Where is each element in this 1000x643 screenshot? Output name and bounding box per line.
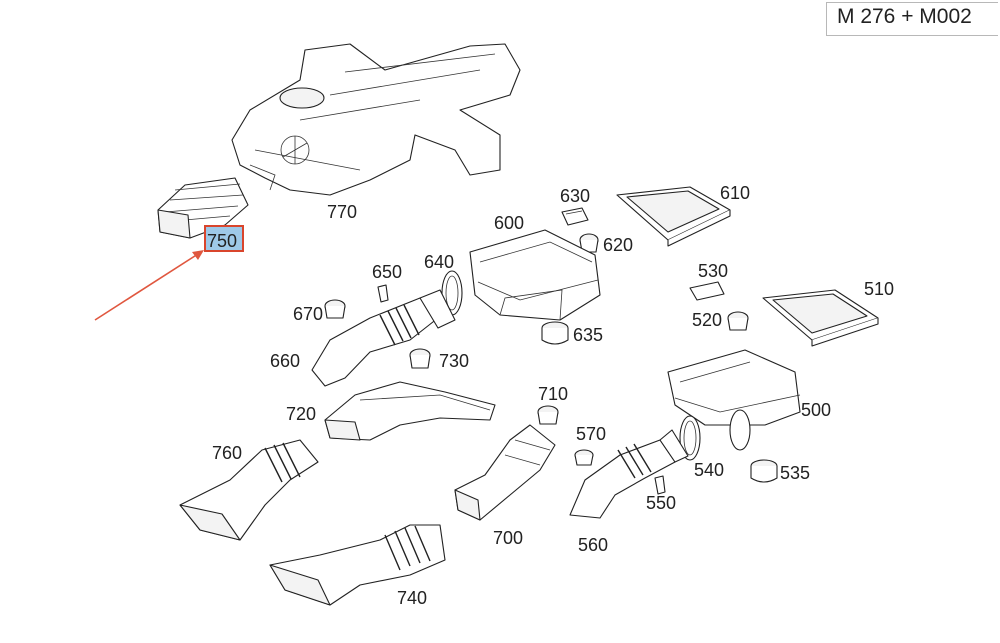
callout-570[interactable]: 570: [576, 424, 606, 444]
part-660-intake-duct[interactable]: [311, 289, 456, 387]
callout-760[interactable]: 760: [212, 443, 242, 463]
part-550-screw[interactable]: [654, 475, 666, 495]
part-520-grommet[interactable]: [727, 311, 749, 331]
callout-770[interactable]: 770: [327, 202, 357, 222]
part-530-sensor[interactable]: [689, 281, 725, 301]
callout-635[interactable]: 635: [573, 325, 603, 345]
part-600-air-filter-housing[interactable]: [469, 229, 601, 321]
callout-610[interactable]: 610: [720, 183, 750, 203]
callout-740[interactable]: 740: [397, 588, 427, 608]
callout-540[interactable]: 540: [694, 460, 724, 480]
callout-660[interactable]: 660: [270, 351, 300, 371]
callout-520[interactable]: 520: [692, 310, 722, 330]
part-510-filter-element[interactable]: [762, 289, 879, 347]
callout-560[interactable]: 560: [578, 535, 608, 555]
callout-550[interactable]: 550: [646, 493, 676, 513]
part-630-sensor[interactable]: [561, 207, 589, 226]
part-535-mount[interactable]: [750, 459, 778, 483]
part-720-air-duct[interactable]: [324, 381, 496, 441]
callout-650[interactable]: 650: [372, 262, 402, 282]
part-710-grommet[interactable]: [537, 405, 559, 425]
part-500-air-filter-housing[interactable]: [667, 349, 801, 451]
engine-model-label: M 276 + M002: [826, 2, 998, 36]
callout-640[interactable]: 640: [424, 252, 454, 272]
part-740-air-duct[interactable]: [269, 524, 446, 606]
part-635-mount[interactable]: [541, 321, 569, 345]
part-570-grommet[interactable]: [574, 449, 594, 466]
part-620-grommet[interactable]: [579, 233, 599, 253]
part-670-grommet[interactable]: [324, 299, 346, 319]
part-750-air-duct[interactable]: [157, 177, 249, 239]
callout-600[interactable]: 600: [494, 213, 524, 233]
callout-700[interactable]: 700: [493, 528, 523, 548]
callout-670[interactable]: 670: [293, 304, 323, 324]
pointer-arrow: [94, 250, 204, 321]
callout-720[interactable]: 720: [286, 404, 316, 424]
callout-630[interactable]: 630: [560, 186, 590, 206]
part-730-grommet[interactable]: [409, 348, 431, 369]
part-760-air-duct[interactable]: [179, 439, 319, 541]
callout-535[interactable]: 535: [780, 463, 810, 483]
part-770-engine-cover[interactable]: [231, 43, 521, 196]
callout-620[interactable]: 620: [603, 235, 633, 255]
callout-710[interactable]: 710: [538, 384, 568, 404]
part-540-seal-ring[interactable]: [679, 415, 701, 461]
selected-callout-highlight: [204, 225, 244, 252]
part-700-air-duct[interactable]: [454, 424, 556, 521]
part-610-filter-element[interactable]: [616, 186, 731, 247]
part-650-screw[interactable]: [377, 284, 389, 303]
callout-750[interactable]: 750: [207, 231, 237, 251]
callout-530[interactable]: 530: [698, 261, 728, 281]
callout-500[interactable]: 500: [801, 400, 831, 420]
callout-730[interactable]: 730: [439, 351, 469, 371]
part-560-intake-duct[interactable]: [569, 429, 689, 519]
callout-510[interactable]: 510: [864, 279, 894, 299]
